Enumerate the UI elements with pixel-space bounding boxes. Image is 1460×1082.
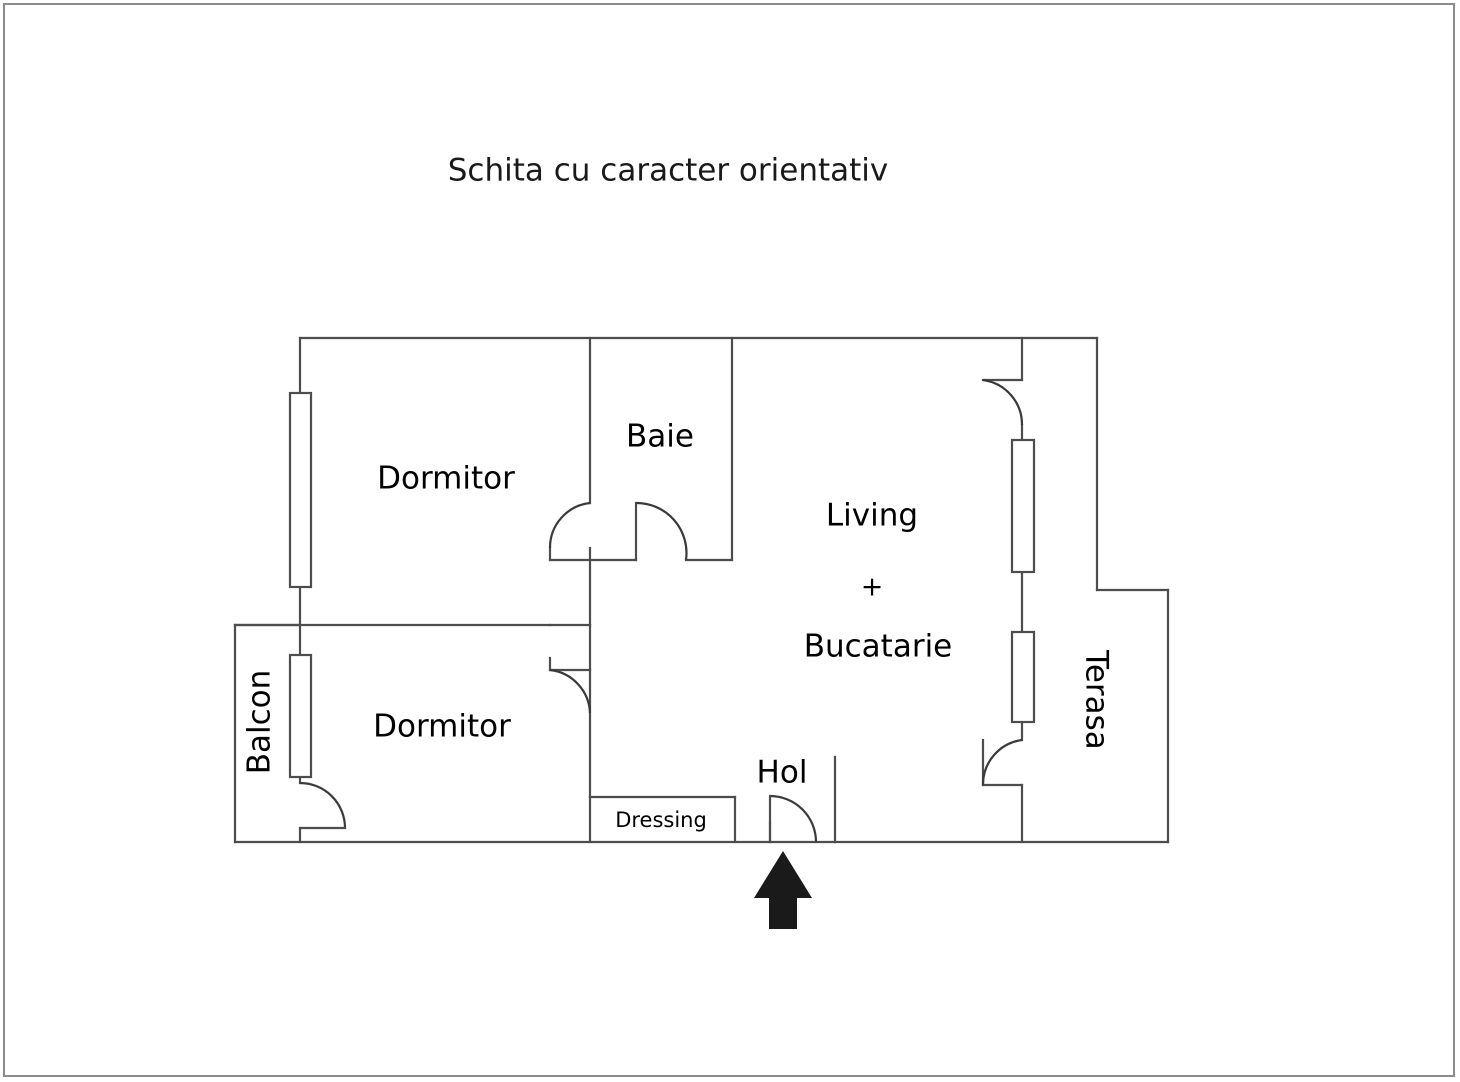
entrance-arrow-group [754,851,812,929]
room-label-dressing: Dressing [615,808,707,832]
room-label-living-plus: + [861,572,884,603]
interior-walls [233,336,1024,844]
room-label-dormitor-nord: Dormitor [377,461,515,497]
outer-walls [233,336,1170,844]
door-arcs [298,378,1024,844]
window-living-lower [1010,630,1036,724]
door-arc-baie [635,501,688,561]
door-arc-terasa-lower [981,738,1023,786]
room-labels: Dormitor Baie Living + Bucatarie Terasa … [242,419,1115,833]
room-label-hol: Hol [757,755,808,791]
windows [288,391,1036,779]
door-arc-terasa-upper [982,378,1024,426]
room-label-baie: Baie [626,419,694,455]
room-label-balcon: Balcon [242,670,278,775]
door-arc-dormitor-sud [549,668,592,714]
door-arc-balcon [299,781,347,829]
door-arc-dormitor-nord [548,501,591,549]
entrance-arrow-icon [754,851,812,929]
plan-title: Schita cu caracter orientativ [448,153,889,189]
room-label-bucatarie: Bucatarie [804,629,953,665]
window-dormitor-nord [288,391,313,589]
door-arc-intrare [769,794,818,843]
window-living-upper [1010,438,1036,574]
room-label-living: Living [826,498,918,534]
room-label-dormitor-sud: Dormitor [373,709,511,745]
room-label-terasa: Terasa [1079,649,1115,750]
window-balcon [288,653,313,779]
